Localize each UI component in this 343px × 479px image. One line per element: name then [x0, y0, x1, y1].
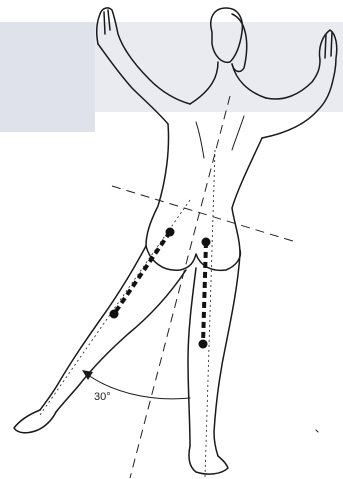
background-band-fade [0, 22, 95, 132]
stray-mark [316, 430, 318, 432]
angle-indicator: 30° [82, 370, 190, 403]
standing-leg-right-edge [214, 254, 240, 456]
standing-leg-marker-top-dot [202, 238, 211, 247]
horizontal-reference-line [112, 186, 296, 242]
torso-right-side [232, 138, 262, 254]
shoulder-blade [196, 116, 244, 158]
torso-left-side [146, 124, 169, 246]
angle-label: 30° [94, 391, 111, 403]
standing-leg-marker-bottom-dot [199, 340, 208, 349]
standing-foot [189, 446, 228, 474]
standing-leg-marker [203, 242, 206, 344]
raised-foot [14, 410, 56, 433]
muscle-markers [110, 228, 211, 349]
raised-leg-marker-bottom-dot [110, 310, 119, 319]
raised-leg-marker-top-dot [166, 228, 175, 237]
raised-leg-upper [40, 246, 146, 410]
standing-leg-left-edge [188, 268, 196, 446]
